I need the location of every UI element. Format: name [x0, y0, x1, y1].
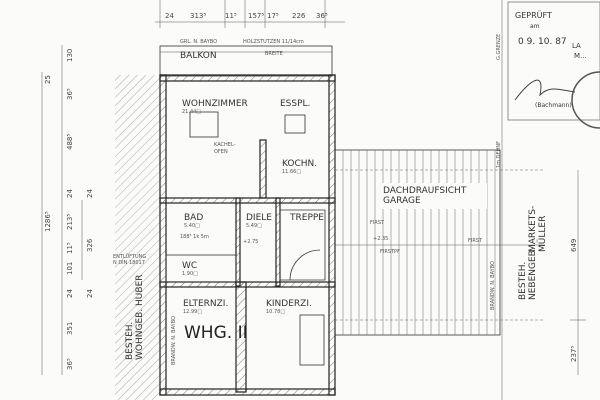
room-area: 12.99□: [183, 309, 202, 315]
stamp-text: M...: [574, 52, 587, 60]
neighbor-left-label: BESTEH. WOHNGEB. HUBER: [125, 274, 145, 360]
room-label: ELTERNZI.: [183, 299, 228, 309]
dim-label: 17⁵: [267, 12, 279, 20]
room-wohnzimmer: WOHNZIMMER 21.44□: [182, 99, 248, 115]
top-dimension-line: 24 313⁵ 11⁵ 157⁵ 17⁵ 226 36⁵: [155, 0, 345, 28]
level-mark: +2.35: [373, 236, 388, 242]
garage-roof: DACHDRAUFSICHT GARAGE FIRST +2.35 FIRSTP…: [334, 141, 545, 336]
stamp-text: (Bachmann): [535, 102, 572, 109]
dim-label: 36⁵: [66, 88, 74, 100]
label: BESTEH.: [518, 262, 528, 300]
dim-label: 237⁵: [570, 346, 578, 362]
dim-label: 488⁵: [66, 134, 74, 150]
dim-label: 351: [66, 322, 74, 335]
firewall-note: BRANDW. N. BAYBO: [171, 316, 177, 365]
ridge-label: FIRSTPF: [380, 249, 400, 255]
balcony-label: BALKON: [180, 51, 217, 61]
room-label: KOCHN.: [282, 159, 317, 169]
room-elternzi: ELTERNZI. 12.99□: [183, 299, 228, 315]
ventilation-note: ENTLÜFTUNG: [113, 253, 146, 260]
label: NEBENGEB.: [528, 247, 538, 300]
approval-stamp: GEPRÜFT am 0 9. 10. 87 LA M... (Bachmann…: [507, 1, 600, 129]
room-note: 188⁵ 1k 5m: [180, 234, 209, 240]
room-kochn: KOCHN. 11.66□: [282, 159, 317, 175]
dim-label: 24: [66, 289, 74, 298]
room-diele: DIELE 5.49□ +2.75: [243, 213, 272, 245]
right-dimension-line: 649 237⁵: [570, 170, 586, 375]
dim-label: 213⁵: [66, 214, 74, 230]
dim-label: 11⁵: [225, 12, 237, 20]
room-treppe: TREPPE: [289, 213, 324, 223]
dim-label: 24: [66, 189, 74, 198]
kachelofen-label: OFEN: [214, 149, 228, 155]
dim-label: 130: [66, 49, 74, 62]
stamp-text: am: [530, 23, 540, 30]
unit-label: WHG. II: [184, 323, 248, 343]
dim-label: 326: [86, 238, 94, 252]
garage-label: DACHDRAUFSICHT: [383, 186, 467, 196]
label: BREITE: [265, 51, 283, 57]
dim-label: 24: [165, 12, 174, 20]
left-dimension-line: 130 25 36⁵ 488⁵ 24 213⁵ 11⁵ 101 24 351 3…: [41, 45, 94, 375]
garage-label: GARAGE: [383, 196, 421, 206]
dim-label: 24: [86, 189, 94, 198]
label: WOHNGEB. HUBER: [135, 274, 145, 360]
dim-label: 25: [44, 75, 52, 84]
dim-total: 1286⁵: [44, 211, 52, 232]
level-mark: +2.75: [243, 239, 258, 245]
label: BESTEH.: [125, 322, 135, 360]
dim-label: 313⁵: [190, 12, 206, 20]
signature: [514, 79, 576, 101]
room-area: 1.90□: [182, 271, 198, 277]
room-kinderzi: KINDERZI. 10.78□: [266, 299, 312, 315]
dim-label: 226: [292, 12, 306, 20]
stamp-text: LA: [572, 42, 581, 50]
ridge-label: FIRST: [468, 238, 483, 244]
room-area: 21.44□: [182, 109, 201, 115]
neighbor-right-label: BESTEH. NEBENGEB. MARKETS- MÜLLER: [518, 206, 548, 300]
room-esspl: ESSPL.: [280, 99, 310, 109]
dim-label: 101: [66, 262, 74, 275]
firewall-note: BRANDW. N. BAYBO: [490, 261, 496, 310]
dim-label: 649: [570, 239, 578, 252]
room-label: DIELE: [246, 213, 272, 223]
label: MÜLLER: [537, 216, 548, 252]
dim-label: 157⁵: [248, 12, 264, 20]
stamp-date: 0 9. 10. 87: [518, 37, 567, 47]
ridge-label: FIRST: [370, 220, 385, 226]
room-label: BAD: [184, 213, 203, 223]
boundary-label: G.GRENZE: [496, 34, 502, 60]
neighbor-building-left: [115, 75, 160, 400]
room-area: 5.49□: [246, 223, 262, 229]
stamp-text: GEPRÜFT: [515, 10, 552, 20]
room-label: WC: [182, 261, 197, 271]
kachelofen-label: KACHEL-: [214, 142, 236, 148]
label: HOLZSTUTZEN 11/14cm: [243, 39, 304, 45]
room-bad: BAD 5.40□ 188⁵ 1k 5m: [180, 213, 209, 240]
ventilation-note: N DIN 18017: [113, 260, 145, 266]
dim-label: 36⁵: [66, 358, 74, 370]
room-area: 11.66□: [282, 169, 301, 175]
room-label: KINDERZI.: [266, 299, 312, 309]
dim-label: 24: [86, 289, 94, 298]
label: GRL. N. BAYBO: [180, 39, 217, 45]
label: 1m DEHNF: [496, 141, 502, 168]
room-label: WOHNZIMMER: [182, 99, 248, 109]
room-area: 10.78□: [266, 309, 285, 315]
building-walls: [159, 74, 336, 396]
dim-label: 36⁵: [316, 12, 328, 20]
room-area: 5.40□: [184, 223, 200, 229]
balcony: GRL. N. BAYBO HOLZSTUTZEN 11/14cm BALKON…: [159, 39, 333, 77]
dim-label: 11⁵: [66, 242, 74, 254]
label: MARKETS-: [528, 206, 538, 252]
room-wc: WC 1.90□: [182, 261, 198, 277]
official-seal: [571, 71, 600, 129]
